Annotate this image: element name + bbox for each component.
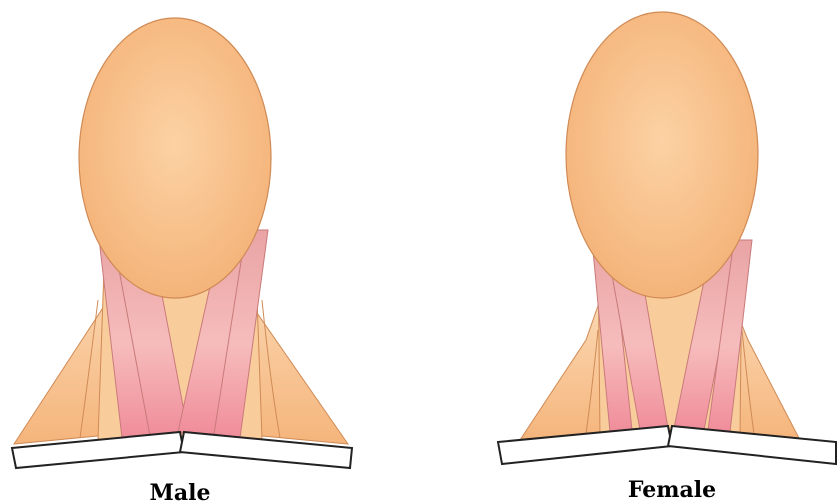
male-head: [79, 18, 271, 298]
female-figure: Female: [498, 12, 836, 503]
male-figure: Male: [12, 18, 352, 504]
female-head: [566, 12, 758, 298]
female-shoulder-left: [520, 300, 604, 440]
female-label: Female: [628, 477, 716, 503]
male-label: Male: [150, 480, 211, 504]
